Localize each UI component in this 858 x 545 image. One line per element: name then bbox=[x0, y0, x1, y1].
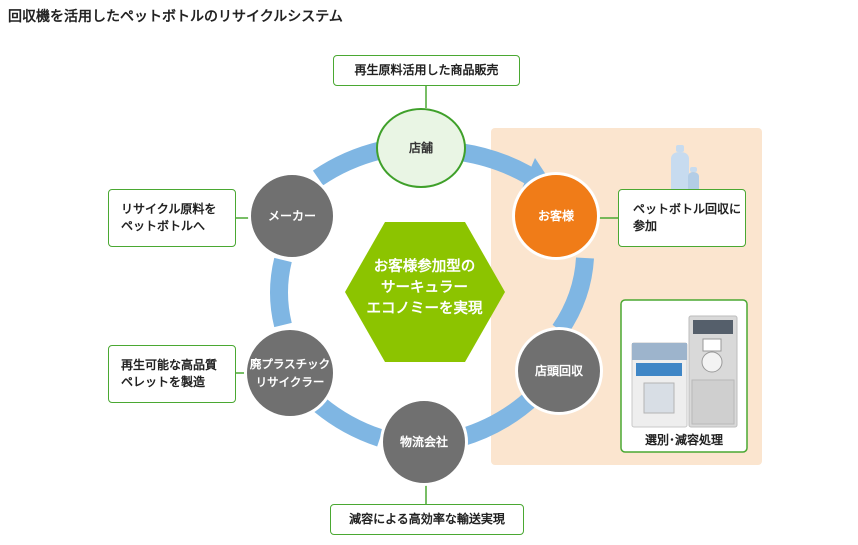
callout-customer: ペットボトル回収に 参加 bbox=[618, 189, 746, 247]
callout-store-text: 再生原料活用した商品販売 bbox=[354, 63, 499, 77]
callout-customer-text: ペットボトル回収に 参加 bbox=[633, 202, 742, 233]
callout-store: 再生原料活用した商品販売 bbox=[333, 55, 520, 86]
center-label: お客様参加型の サーキュラー エコノミーを実現 bbox=[366, 259, 483, 317]
callout-logistics: 減容による高効率な輸送実現 bbox=[330, 504, 524, 535]
machine-caption: 選別･減容処理 bbox=[644, 433, 723, 447]
node-customer: お客様 bbox=[512, 172, 600, 260]
node-store-collection: 店頭回収 bbox=[515, 327, 603, 415]
ring-arc-customer-to-collection bbox=[552, 257, 594, 336]
ring-arc-logistics-to-recycler bbox=[314, 397, 383, 447]
callout-maker: リサイクル原料を ペットボトルへ bbox=[108, 189, 236, 247]
node-plastic-recycler: 廃プラスチック リサイクラー bbox=[244, 327, 336, 419]
ring-arc-recycler-to-maker bbox=[270, 257, 292, 328]
callout-plastic-recycler-text: 再生可能な高品質 ペレットを製造 bbox=[121, 358, 218, 389]
node-store: 店舗 bbox=[376, 108, 466, 188]
ring-arc-maker-to-store bbox=[312, 141, 385, 186]
page-title: 回収機を活用したペットボトルのリサイクルシステム bbox=[8, 9, 343, 25]
callout-logistics-text: 減容による高効率な輸送実現 bbox=[349, 512, 505, 526]
callout-maker-text: リサイクル原料を ペットボトルへ bbox=[121, 202, 217, 233]
collection-machine-icon bbox=[631, 315, 738, 428]
ring-arc-collection-to-logistics bbox=[457, 388, 542, 447]
center-hexagon bbox=[345, 222, 505, 362]
pet-bottle-icon bbox=[671, 145, 699, 199]
callout-plastic-recycler: 再生可能な高品質 ペレットを製造 bbox=[108, 345, 236, 403]
node-maker: メーカー bbox=[248, 172, 336, 260]
node-logistics: 物流会社 bbox=[380, 398, 468, 486]
